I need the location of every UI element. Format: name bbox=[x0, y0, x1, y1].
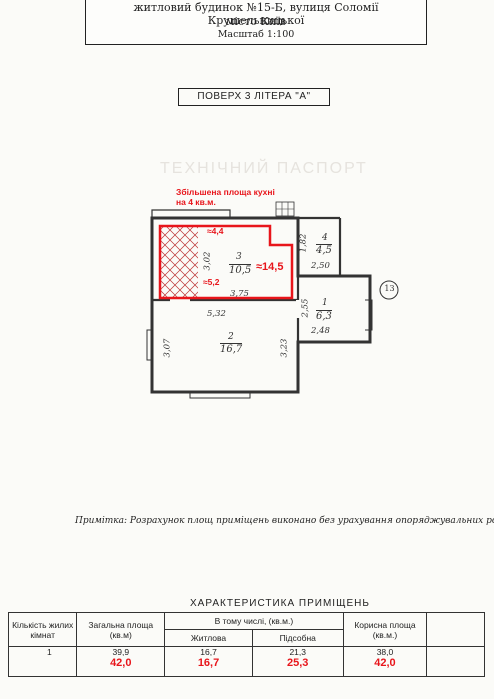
room3-dim-bottom: 3,75 bbox=[230, 289, 249, 299]
room1-number: 1 bbox=[322, 298, 328, 308]
room1-area: 6,3 bbox=[316, 310, 332, 322]
window-bottom bbox=[189, 392, 251, 399]
row-total-area: 39,9 42,0 bbox=[76, 646, 166, 677]
header-aux: Підсобна bbox=[251, 629, 344, 647]
total-area-corrected: 42,0 bbox=[110, 657, 132, 669]
total-area-value: 39,9 bbox=[112, 647, 130, 657]
living-value: 16,7 bbox=[200, 647, 217, 657]
room4-area: 4,5 bbox=[316, 244, 332, 256]
room2-dim-right: 3,23 bbox=[279, 338, 290, 358]
annotation-dim-bottom: ≈5,2 bbox=[203, 277, 220, 287]
plan-walls bbox=[146, 201, 373, 399]
useful-corrected: 42,0 bbox=[374, 657, 396, 669]
header-living: Житлова bbox=[164, 629, 253, 647]
row-living: 16,7 16,7 bbox=[164, 646, 253, 677]
characteristics-table: Кількість жилих кімнат Загальна площа (к… bbox=[7, 612, 485, 677]
plan-marker: 13 bbox=[384, 284, 395, 293]
header-useful: Корисна площа (кв.м.) bbox=[342, 612, 428, 647]
row-rooms-count: 1 bbox=[7, 646, 78, 677]
room3-dim-side: 3,02 bbox=[202, 251, 213, 271]
room1-dim-side: 2,55 bbox=[300, 298, 311, 318]
room3-number: 3 bbox=[236, 252, 242, 262]
row-useful: 38,0 42,0 bbox=[342, 646, 428, 677]
enlarged-outline bbox=[158, 224, 294, 300]
kitchen-enlargement bbox=[158, 224, 294, 300]
city-line: місто Київ bbox=[226, 15, 286, 28]
header-total-area: Загальна площа (кв.м) bbox=[76, 612, 166, 647]
floor-title: ПОВЕРХ 3 ЛІТЕРА "А" bbox=[178, 88, 330, 106]
room4-number: 4 bbox=[322, 233, 328, 243]
row-empty bbox=[426, 646, 485, 677]
scale-label: Масштаб 1:100 bbox=[217, 29, 295, 40]
room2-dim-left: 3,07 bbox=[162, 338, 173, 358]
bleed-through-heading: ТЕХНІЧНИЙ ПАСПОРТ bbox=[160, 160, 368, 177]
header-empty bbox=[426, 612, 485, 647]
header-rooms-count: Кількість жилих кімнат bbox=[7, 612, 78, 647]
room2-area: 16,7 bbox=[220, 343, 243, 355]
room4-dim-bottom: 2,50 bbox=[311, 261, 330, 271]
address-line: житловий будинок №15-Б, вулиця Соломії К… bbox=[133, 1, 379, 27]
aux-value: 21,3 bbox=[289, 647, 306, 657]
plan-marker-circle bbox=[379, 280, 399, 300]
hatched-area bbox=[160, 226, 198, 298]
useful-value: 38,0 bbox=[376, 647, 394, 657]
window-left bbox=[146, 329, 152, 361]
header-incl: В тому числі, (кв.м.) bbox=[164, 612, 344, 630]
annotation-line2: на 4 кв.м. bbox=[176, 197, 216, 207]
window-right bbox=[365, 299, 373, 331]
room2-number: 2 bbox=[228, 332, 234, 342]
annotation-area-new: ≈14,5 bbox=[256, 261, 284, 273]
room4-dim-side: 1,82 bbox=[298, 233, 309, 253]
address-header: житловий будинок №15-Б, вулиця Соломії К… bbox=[85, 0, 427, 45]
room1-dim-bottom: 2,48 bbox=[311, 326, 330, 336]
room2-dim-top: 5,32 bbox=[207, 309, 226, 319]
calculation-note: Примітка: Розрахунок площ приміщень вико… bbox=[75, 516, 494, 526]
room3-area: 10,5 bbox=[229, 264, 252, 276]
annotation-line1: Збільшена площа кухні bbox=[176, 187, 275, 197]
table-title: ХАРАКТЕРИСТИКА ПРИМІЩЕНЬ bbox=[190, 598, 370, 609]
balcony-outline bbox=[151, 209, 231, 218]
row-aux: 21,3 25,3 bbox=[251, 646, 344, 677]
annotation-dim-top: ≈4,4 bbox=[207, 226, 224, 236]
living-corrected: 16,7 bbox=[197, 657, 220, 669]
aux-corrected: 25,3 bbox=[287, 657, 309, 669]
